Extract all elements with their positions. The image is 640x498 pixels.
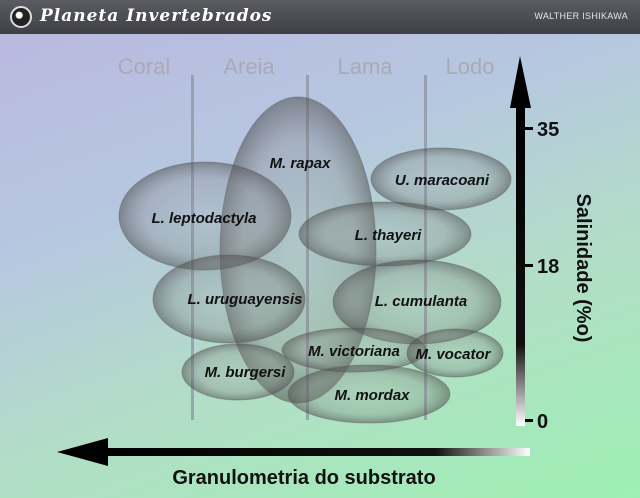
tick-35: [525, 127, 533, 130]
column-label-lama: Lama: [337, 54, 393, 79]
species-label-l-leptodactyla: L. leptodactyla: [151, 210, 256, 227]
salinity-arrow-head: [510, 56, 531, 108]
salinity-axis-title: Salinidade (%o): [572, 194, 594, 343]
species-label-m-mordax: M. mordax: [334, 387, 410, 404]
range-m-mordax: [287, 364, 451, 424]
species-label-m-rapax: M. rapax: [270, 155, 332, 172]
tick-label-18: 18: [537, 256, 559, 278]
granulometry-arrow-head: [57, 438, 108, 466]
tick-label-35: 35: [537, 119, 559, 141]
author-credit: WALTHER ISHIKAWA: [534, 11, 628, 21]
column-label-coral: Coral: [118, 54, 171, 79]
species-label-m-burgersi: M. burgersi: [205, 364, 287, 381]
logo-icon[interactable]: [10, 6, 32, 28]
range-m-burgersi: [181, 343, 295, 401]
species-ellipses: [118, 96, 512, 424]
column-label-lodo: Lodo: [446, 54, 495, 79]
tick-label-0: 0: [537, 411, 548, 433]
granulometry-axis-line: [100, 448, 530, 456]
granulometry-axis-title: Granulometria do substrato: [172, 467, 435, 489]
range-l-uruguayensis: [152, 254, 306, 344]
salinity-axis-line: [516, 102, 525, 426]
species-label-l-thayeri: L. thayeri: [355, 227, 423, 244]
granulometry-axis: Granulometria do substrato: [57, 438, 530, 489]
range-m-vocator: [406, 328, 504, 378]
species-label-m-victoriana: M. victoriana: [308, 343, 400, 360]
species-label-u-maracoani: U. maracoani: [395, 172, 490, 189]
header-bar: Planeta Invertebrados WALTHER ISHIKAWA: [0, 0, 640, 34]
site-title[interactable]: Planeta Invertebrados: [40, 6, 273, 26]
species-label-l-uruguayensis: L. uruguayensis: [187, 291, 302, 308]
salinity-axis: 35 18 0 Salinidade (%o): [510, 56, 594, 433]
species-label-l-cumulanta: L. cumulanta: [375, 293, 468, 310]
column-label-areia: Areia: [223, 54, 275, 79]
species-label-m-vocator: M. vocator: [415, 346, 491, 363]
tick-18: [525, 264, 533, 267]
tick-0: [525, 419, 533, 422]
